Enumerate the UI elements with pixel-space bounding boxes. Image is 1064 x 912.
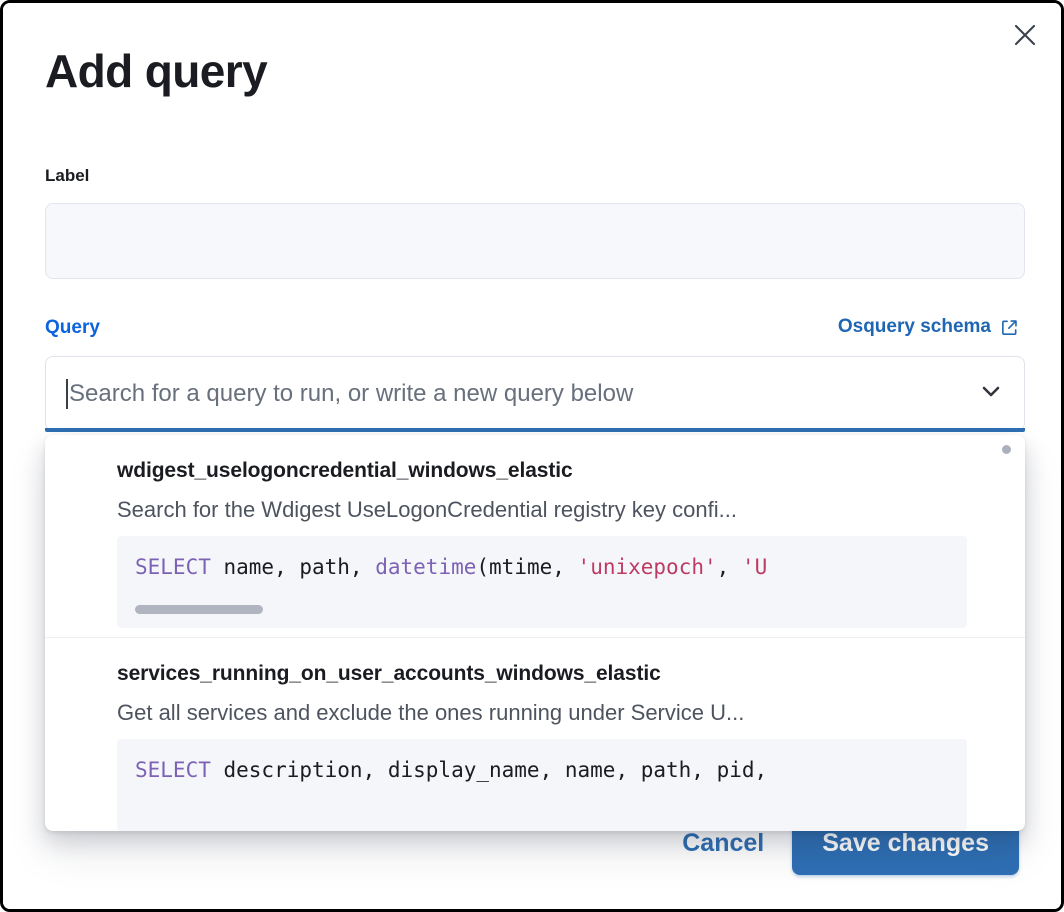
osquery-schema-link[interactable]: Osquery schema — [838, 316, 1019, 338]
list-item[interactable]: services_running_on_user_accounts_window… — [45, 637, 1025, 831]
osquery-schema-link-label: Osquery schema — [837, 316, 991, 337]
label-field-label: Label — [45, 166, 90, 185]
sql-snippet: SELECT name, path, datetime(mtime, 'unix… — [135, 555, 768, 579]
sql-snippet: SELECT description, display_name, name, … — [135, 758, 768, 782]
page-title: Add query — [45, 45, 268, 97]
option-description: Get all services and exclude the ones ru… — [117, 700, 745, 725]
list-item[interactable]: wdigest_uselogoncredential_windows_elast… — [45, 435, 1025, 628]
code-horizontal-scrollbar[interactable] — [135, 605, 263, 614]
text-caret — [66, 378, 68, 409]
chevron-down-icon[interactable] — [976, 376, 1006, 411]
external-link-icon — [1000, 318, 1019, 337]
option-title: wdigest_uselogoncredential_windows_elast… — [117, 459, 573, 482]
query-suggestions-dropdown[interactable]: wdigest_uselogoncredential_windows_elast… — [45, 435, 1025, 831]
option-description: Search for the Wdigest UseLogonCredentia… — [117, 497, 737, 522]
query-search-combobox[interactable]: Search for a query to run, or write a ne… — [45, 356, 1025, 431]
option-code-block[interactable]: SELECT description, display_name, name, … — [117, 739, 967, 831]
add-query-modal: Add query Label Query Osquery schema Sea… — [3, 3, 1061, 909]
cancel-button[interactable]: Cancel — [676, 819, 770, 868]
close-button[interactable] — [1005, 15, 1045, 55]
query-search-input-placeholder: Search for a query to run, or write a ne… — [69, 379, 634, 407]
option-code-block[interactable]: SELECT name, path, datetime(mtime, 'unix… — [117, 536, 967, 628]
dropdown-scroll-indicator[interactable] — [1002, 445, 1011, 454]
combobox-focus-underline — [45, 428, 1025, 432]
close-icon — [1012, 22, 1038, 48]
option-title: services_running_on_user_accounts_window… — [117, 662, 661, 685]
query-field-label: Query — [45, 317, 100, 338]
label-input[interactable] — [45, 203, 1025, 279]
